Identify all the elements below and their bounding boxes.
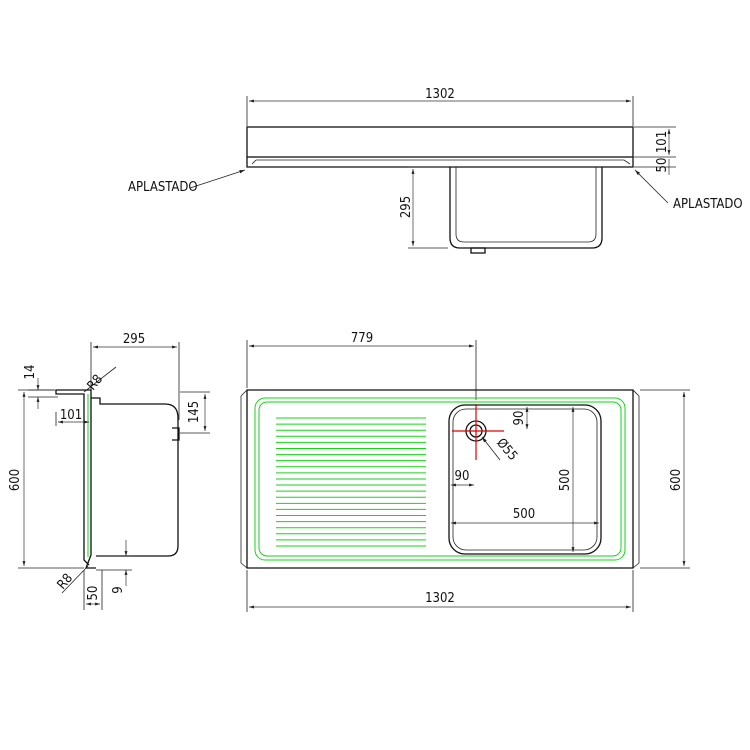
dim-101-side-text: 101 [60,408,82,423]
dim-14-text: 14 [23,365,38,380]
drainboard-ribs [276,417,426,547]
dim-50-text: 50 [655,158,670,173]
dim-600-plan-text: 600 [669,469,684,491]
dim-9-text: 9 [111,586,126,593]
dim-90-top-text: 90 [512,411,527,426]
sink-outer-bevel [240,389,640,569]
dim-101-text: 101 [655,131,670,153]
dim-1302-bottom-text: 1302 [425,591,455,606]
drainboard-outline [254,397,626,561]
drain-outlet [470,247,486,254]
dim-50-side-text: 50 [86,586,101,601]
worktop-front-edge [246,126,634,158]
dim-145-text: 145 [187,401,202,423]
panel-inner-profile [55,390,90,566]
dim-r8-bottom-text: R8 [55,571,77,593]
leader-r8-top [83,366,117,393]
label-aplastado-right: APLASTADO [673,197,743,212]
front-elevation-view: 1302 295 101 50 APLASTADO APLASTADO [128,87,743,254]
dim-diameter-text: Ø55 [493,436,520,464]
dim-500-h-text: 500 [513,507,535,522]
bowl-inner-outline [455,167,597,243]
dim-779-text: 779 [351,331,373,346]
bowl-section-profile [91,397,179,557]
plan-view: 779 90 Ø55 90 500 50 [240,331,690,612]
worktop-lip [251,159,631,165]
leader-line-right [634,169,669,204]
side-section-view: 295 14 R8 101 145 600 R8 [8,332,210,610]
drainboard-outline-inner [258,401,622,557]
dim-90-left-text: 90 [455,469,470,484]
dim-295-side-text: 295 [123,332,145,347]
label-aplastado-left: APLASTADO [128,180,198,195]
dim-bowl-depth-text: 295 [399,196,414,218]
panel-front-profile [56,389,96,569]
dim-500-v-text: 500 [558,469,573,491]
worktop-lower-edge [246,157,634,168]
leader-line-left [189,169,246,189]
dim-600-side-text: 600 [8,469,23,491]
overflow-stub [172,427,180,441]
bowl-outline [449,167,603,249]
leader-diameter [481,436,501,461]
dim-width-text: 1302 [425,87,455,102]
bowl-inner-plan [452,408,598,551]
